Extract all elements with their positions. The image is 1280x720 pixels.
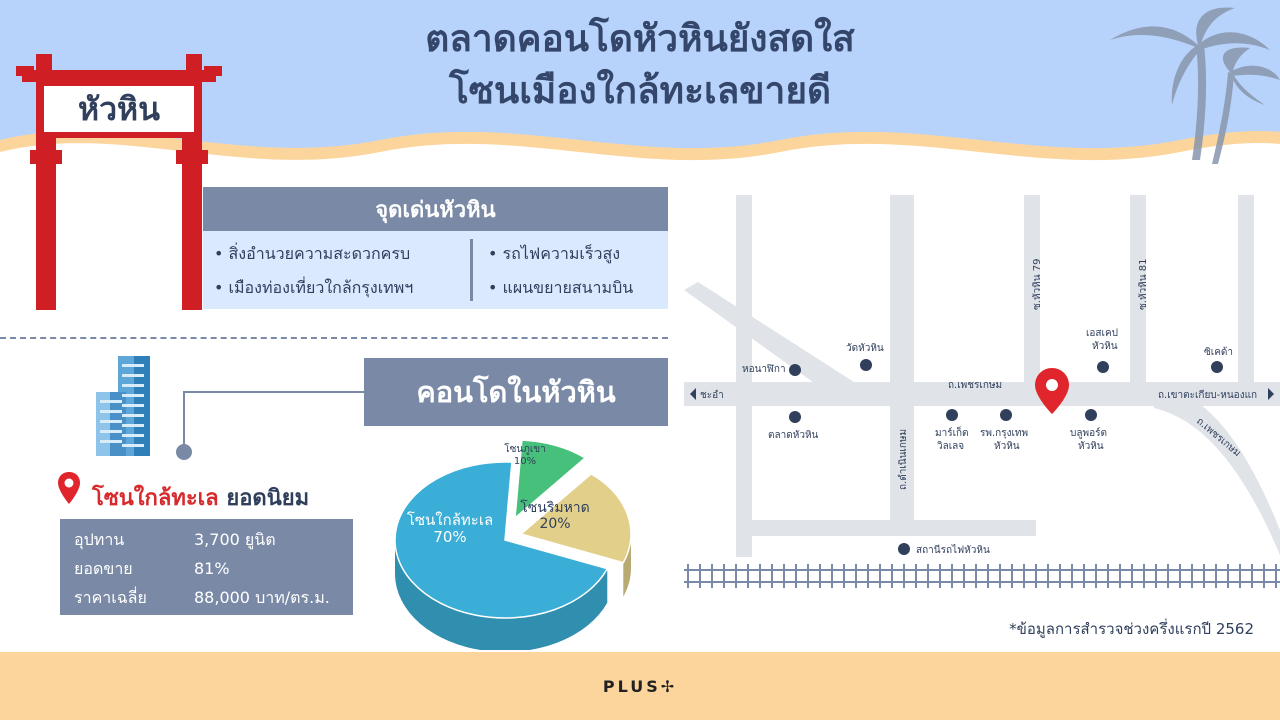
zone-stats-panel [60, 519, 353, 615]
map-place-hospital: รพ.กรุงเทพ [980, 428, 1028, 439]
location-pin-icon [58, 472, 80, 504]
map-place-market-village: วิลเลจ [937, 441, 965, 452]
highlight-item: • สิ่งอำนวยความสะดวกครบ [214, 244, 411, 263]
map-marker [860, 359, 872, 371]
map-place-bluport: หัวหิน [1078, 441, 1104, 452]
map-place-escape: หัวหิน [1092, 341, 1118, 352]
map-marker [1097, 361, 1109, 373]
highlight-item: • แผนขยายสนามบิน [488, 278, 634, 297]
highlights-divider [470, 239, 473, 301]
map-label-phetkasem: ถ.เพชรเกษม [948, 380, 1002, 391]
map-marker [1085, 409, 1097, 421]
map-label-chaam: ชะอำ [700, 390, 724, 401]
map-marker [789, 411, 801, 423]
map-label-khaotakiab: ถ.เขาตะเกียบ-หนองแก [1158, 389, 1257, 401]
highlight-item: • รถไฟความเร็วสูง [488, 244, 621, 263]
pie-slice-label: โซนภูเขา [504, 442, 545, 455]
popular-zone-title: โซนใกล้ทะเล ยอดนิยม [92, 480, 309, 515]
map-label-soi79: ซ.หัวหิน 79 [1032, 258, 1043, 310]
condo-heading: คอนโดในหัวหิน [364, 358, 668, 426]
map-marker [1000, 409, 1012, 421]
map-place-escape: เอสเคป [1086, 328, 1118, 339]
map-place-hospital: หัวหิน [994, 441, 1020, 452]
pie-slice-value-label: 20% [539, 516, 570, 532]
highlights-panel [203, 231, 668, 309]
pie-slice [519, 472, 632, 564]
map-roads [684, 195, 1280, 557]
footer-brand: PLUS✢ [0, 652, 1280, 720]
map-place-station: สถานีรถไฟหัวหิน [916, 544, 990, 556]
map-place-wat: วัดหัวหิน [846, 343, 884, 354]
section-divider [0, 337, 668, 339]
map-location-pin-icon [1035, 368, 1069, 414]
pie-slice-label: โซนใกล้ทะเล [407, 511, 493, 529]
pie-slice-value-label: 70% [433, 528, 466, 546]
map-place-cicada: ซิเคด้า [1204, 346, 1233, 358]
highlights-heading: จุดเด่นหัวหิน [203, 187, 668, 231]
map-marker [898, 543, 910, 555]
map-marker [1211, 361, 1223, 373]
popular-zone-name: โซนใกล้ทะเล [92, 486, 219, 511]
pie-slice-side [395, 540, 608, 650]
survey-note: *ข้อมูลการสำรวจช่วงครึ่งแรกปี 2562 [1009, 620, 1254, 638]
map-place-bluport: บลูพอร์ต [1070, 427, 1107, 439]
map-marker [946, 409, 958, 421]
pie-slice [514, 439, 587, 520]
sky-banner [0, 0, 1280, 175]
map-marker [789, 364, 801, 376]
page-title-line-2: โซนเมืองใกล้ทะเลขายดี [448, 69, 832, 112]
map-place-clock-tower: หอนาฬิกา [742, 363, 786, 375]
highlight-item: • เมืองท่องเที่ยวใกล้กรุงเทพฯ [214, 278, 414, 297]
pie-slice-value-label: 10% [514, 456, 536, 467]
map-place-market: ตลาดหัวหิน [768, 430, 819, 441]
wave-graphic [0, 0, 1280, 175]
popular-zone-tag: ยอดนิยม [226, 486, 310, 511]
map-place-market-village: มาร์เก็ต [935, 425, 969, 439]
pie-slice [394, 461, 609, 619]
pie-slice-label: โซนริมหาด [520, 499, 590, 516]
page-title-line-1: ตลาดคอนโดหัวหินยังสดใส [425, 17, 855, 60]
palm-tree-icon [1110, 7, 1280, 164]
gate-sign-label: หัวหิน [38, 80, 200, 138]
hua-hin-map: ชะอำ ถ.เพชรเกษม ถ.เขาตะเกียบ-หนองแก ซ.หั… [684, 195, 1280, 588]
condo-building-icon [96, 356, 364, 460]
map-label-soi81: ซ.หัวหิน 81 [1138, 258, 1149, 310]
map-label-damnoenkasem: ถ.ดำเนินเกษม [898, 429, 909, 490]
